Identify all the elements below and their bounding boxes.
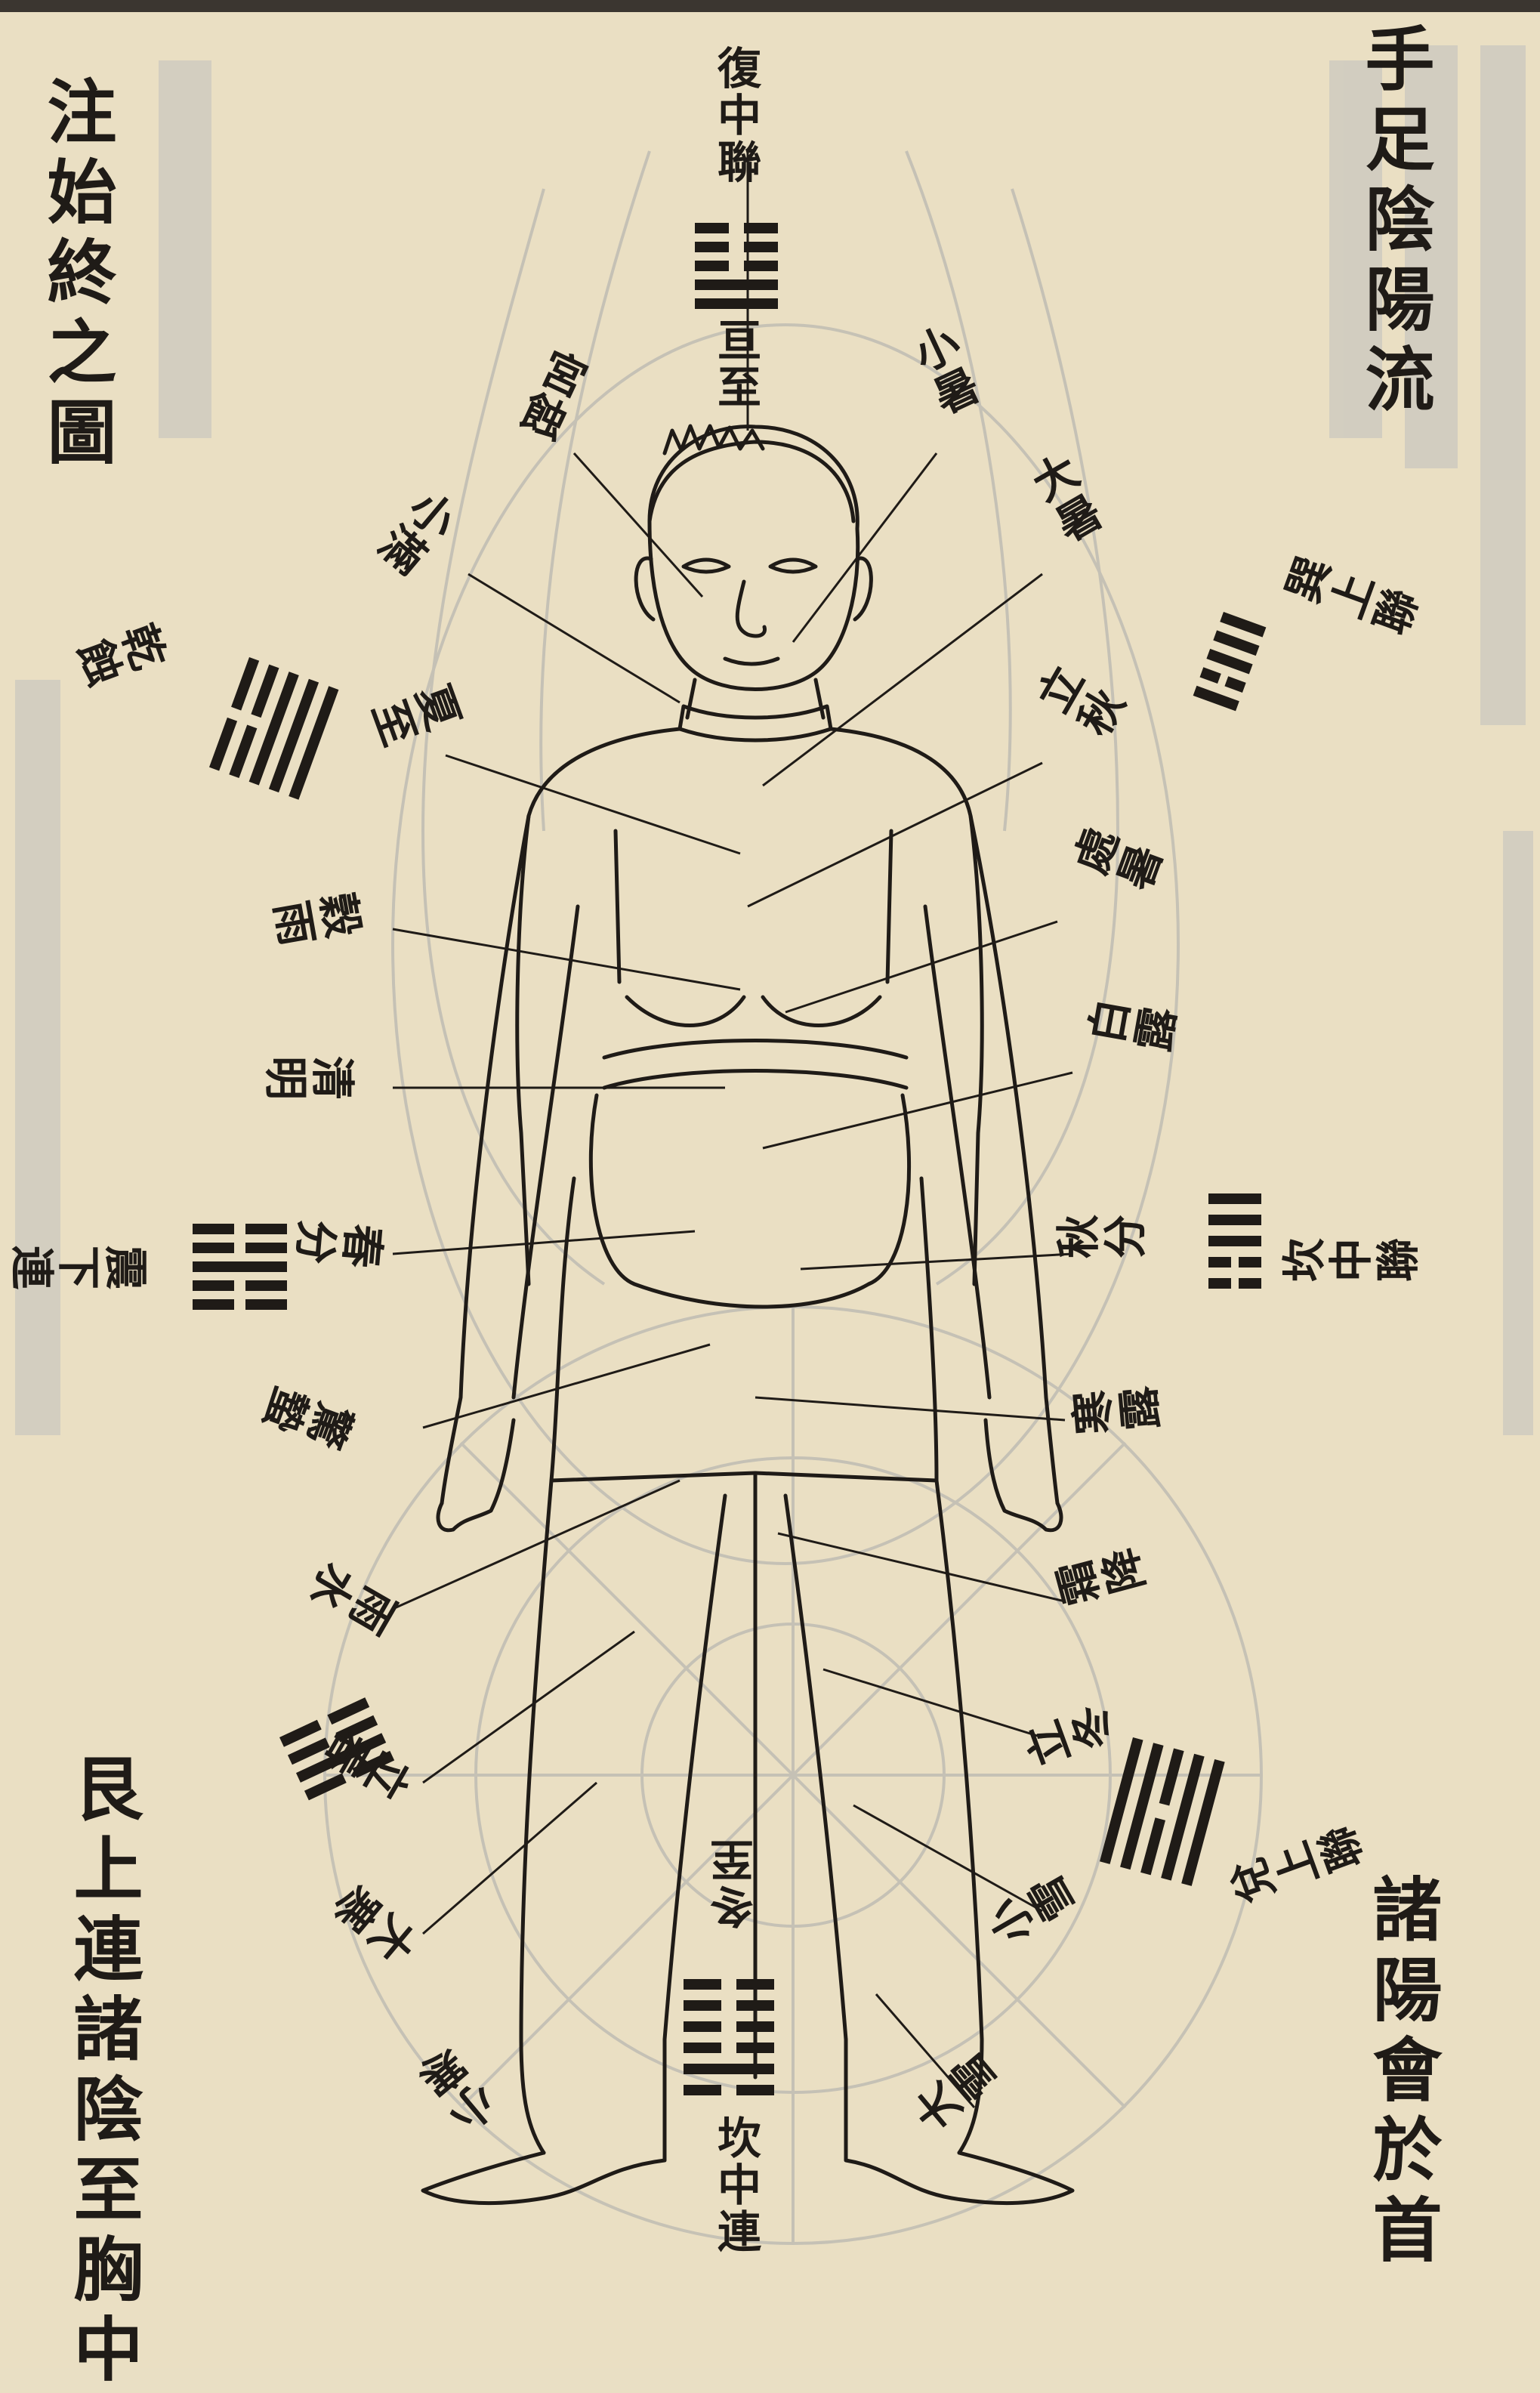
title-left: 注始終之圖 — [42, 76, 111, 476]
hexagram-right-lower-icon — [1100, 1737, 1225, 1886]
label-bottom-1: 冬至 — [714, 1836, 758, 1929]
mouth — [725, 659, 778, 664]
hexagram-left-upper-icon — [209, 657, 338, 800]
label-right-8: 秋分 — [1055, 1218, 1149, 1262]
label-right-9: 寒露 — [1069, 1388, 1166, 1440]
label-top-month: 亘至 — [714, 317, 758, 411]
hexagram-left-middle-icon — [193, 1224, 287, 1310]
label-right-7: 坎中聯 — [1281, 1242, 1421, 1286]
garment — [551, 1178, 937, 1481]
left-hand — [438, 1420, 514, 1530]
hexagram-right-middle-icon — [1208, 1193, 1261, 1289]
hexagram-bottom-icon — [684, 1979, 774, 2095]
nose — [737, 582, 764, 636]
left-eye — [684, 560, 729, 572]
right-arm — [925, 816, 1057, 1503]
caption-left: 艮上連諸陰至胸中 — [68, 1752, 137, 2393]
hexagram-bars — [193, 223, 1266, 2095]
label-left-6: 清明 — [262, 1052, 356, 1096]
title-right: 手足陰陽流 — [1359, 23, 1429, 423]
label-top-hexagram: 復中聯 — [714, 45, 758, 186]
belt — [604, 1041, 906, 1088]
label-left-8: 春分 — [291, 1215, 388, 1267]
right-leg — [785, 1481, 982, 2153]
hexagram-right-upper-icon — [1193, 612, 1267, 711]
chest-lines — [627, 997, 880, 1026]
torso-outline — [517, 729, 982, 1284]
label-left-7: 震下連 — [8, 1242, 149, 1286]
label-bottom-2: 坎中連 — [714, 2115, 758, 2256]
belly — [591, 1095, 909, 1307]
right-eye — [770, 560, 816, 572]
collar — [680, 706, 831, 740]
caption-right: 諸陽會於首 — [1367, 1873, 1437, 2274]
hexagram-top-icon — [695, 223, 778, 309]
